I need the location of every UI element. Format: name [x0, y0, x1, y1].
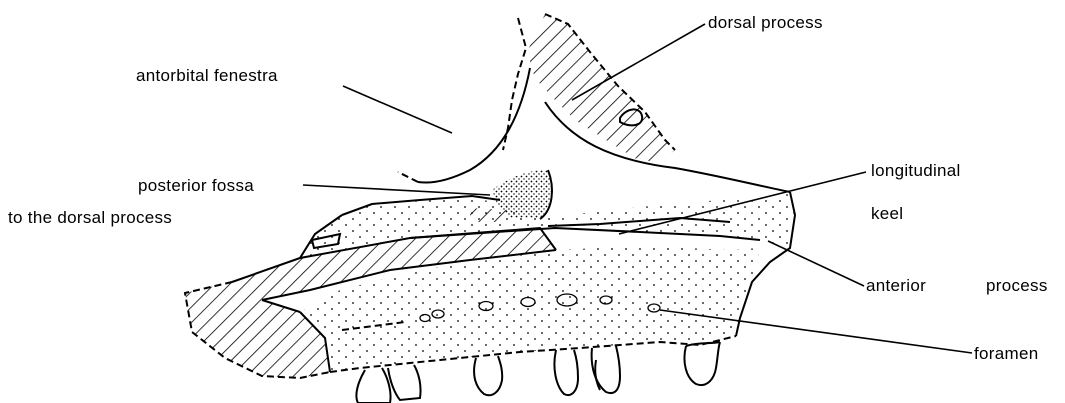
tooth-1 — [356, 368, 390, 403]
leader-posterior-fossa — [303, 185, 490, 195]
tooth-2 — [388, 365, 421, 400]
label-dorsal-process: dorsal process — [708, 13, 823, 32]
tooth-3 — [474, 356, 502, 395]
leader-anterior-process — [768, 241, 864, 286]
label-process: process — [986, 276, 1048, 295]
label-anterior: anterior — [866, 276, 926, 295]
label-antorbital-fenestra: antorbital fenestra — [136, 66, 278, 85]
tooth-6 — [684, 342, 720, 385]
label-foramen: foramen — [974, 344, 1038, 363]
fenestra-margin-dashed — [398, 172, 418, 182]
tooth-4 — [554, 350, 578, 395]
dorsal-process-left-dashed — [503, 18, 526, 150]
label-keel: keel — [871, 204, 903, 223]
dorsal-process-hatched — [527, 14, 675, 162]
label-longitudinal: longitudinal — [871, 161, 961, 180]
label-to-the-dorsal-process: to the dorsal process — [8, 208, 172, 227]
label-posterior-fossa: posterior fossa — [138, 176, 254, 195]
broken-strip-upper-small — [470, 208, 510, 222]
leader-antorbital-fenestra — [343, 86, 452, 133]
